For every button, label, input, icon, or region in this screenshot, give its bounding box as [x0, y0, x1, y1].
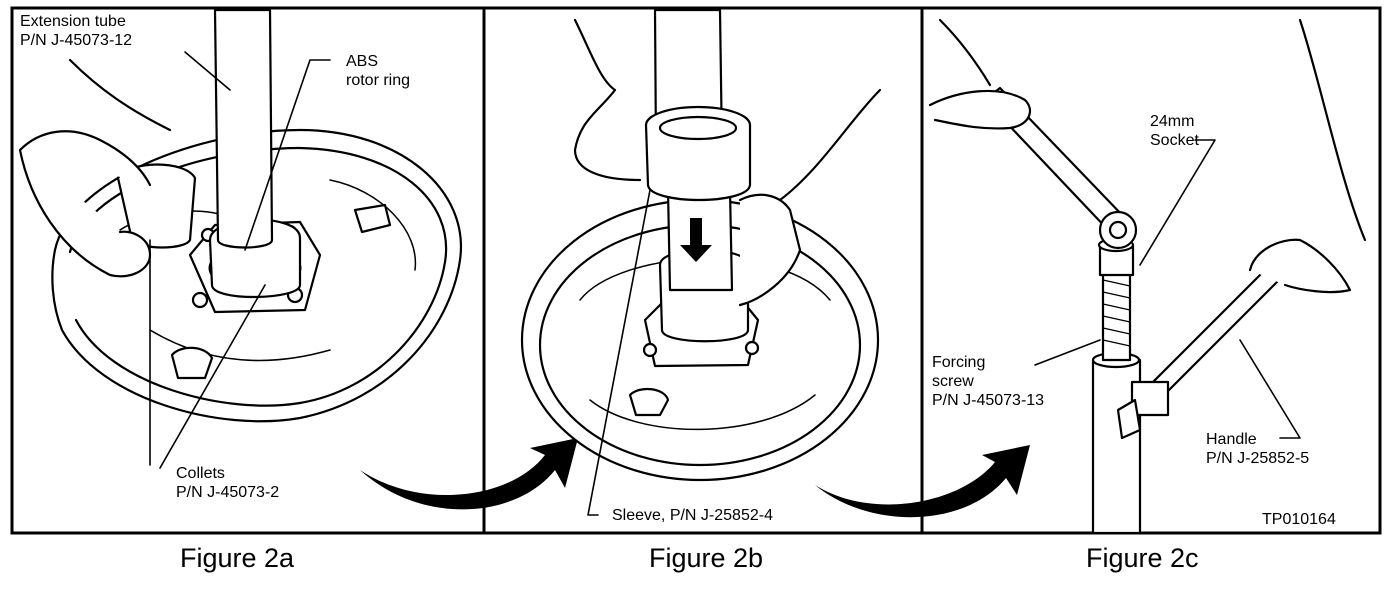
- panel-frames: [10, 6, 1382, 535]
- bolt-boss: [628, 387, 670, 417]
- wheel-stud: [191, 291, 209, 309]
- sleeve-inner: [658, 115, 738, 141]
- label-abs-rotor-ring: ABS rotor ring: [346, 53, 411, 89]
- push-down-arrow: [680, 218, 712, 262]
- arm-2c-right: [1298, 18, 1367, 242]
- leader-lines-2b: [587, 189, 651, 516]
- figure-2c-drawing: [928, 18, 1367, 535]
- hand-2b-right: [738, 193, 802, 307]
- figure-2b-drawing: [520, 8, 882, 516]
- drawing-number: TP010164: [1262, 511, 1336, 528]
- wrench-ratchet-head: [1098, 210, 1138, 250]
- wheel-stud: [744, 340, 760, 356]
- handle-stub: [1116, 398, 1142, 440]
- backing-plate-2a-rim: [68, 146, 448, 407]
- label-extension-tube: Extension tube P/N J-45073-12: [20, 13, 133, 49]
- forcing-screw-threads: [1102, 279, 1131, 347]
- label-socket: 24mm Socket: [1150, 113, 1199, 149]
- label-forcing-screw: Forcing screw P/N J-45073-13: [932, 354, 1045, 409]
- hand-2b-left: [573, 18, 642, 182]
- arm-2c-left: [938, 18, 992, 87]
- panel-2c-frame: [920, 6, 1382, 535]
- figure-2a-drawing: [18, 8, 463, 469]
- label-handle: Handle P/N J-25852-5: [1206, 431, 1310, 467]
- wrench-ratchet-hub: [1108, 220, 1128, 240]
- sleeve-body: [644, 123, 752, 202]
- extension-tube-2a: [213, 8, 274, 249]
- caption-figure-2c: Figure 2c: [1086, 543, 1199, 573]
- arm-2b-right: [778, 88, 882, 202]
- bolt-boss: [353, 203, 392, 234]
- label-sleeve: Sleeve, P/N J-25852-4: [612, 507, 773, 524]
- leader-lines-2a: [149, 51, 331, 469]
- caption-figure-2b: Figure 2b: [649, 543, 764, 573]
- bolt-boss: [170, 346, 214, 380]
- transition-arrow-1: [360, 438, 578, 510]
- arm-2a: [68, 58, 172, 132]
- wheel-stud: [642, 342, 658, 358]
- caption-figure-2a: Figure 2a: [180, 543, 295, 573]
- transition-arrow-2: [815, 445, 1030, 518]
- label-collets: Collets P/N J-45073-2: [176, 465, 280, 501]
- hand-2c-right: [1248, 238, 1352, 294]
- hand-2c-left: [928, 89, 1032, 130]
- leader-lines-2c: [1034, 139, 1301, 439]
